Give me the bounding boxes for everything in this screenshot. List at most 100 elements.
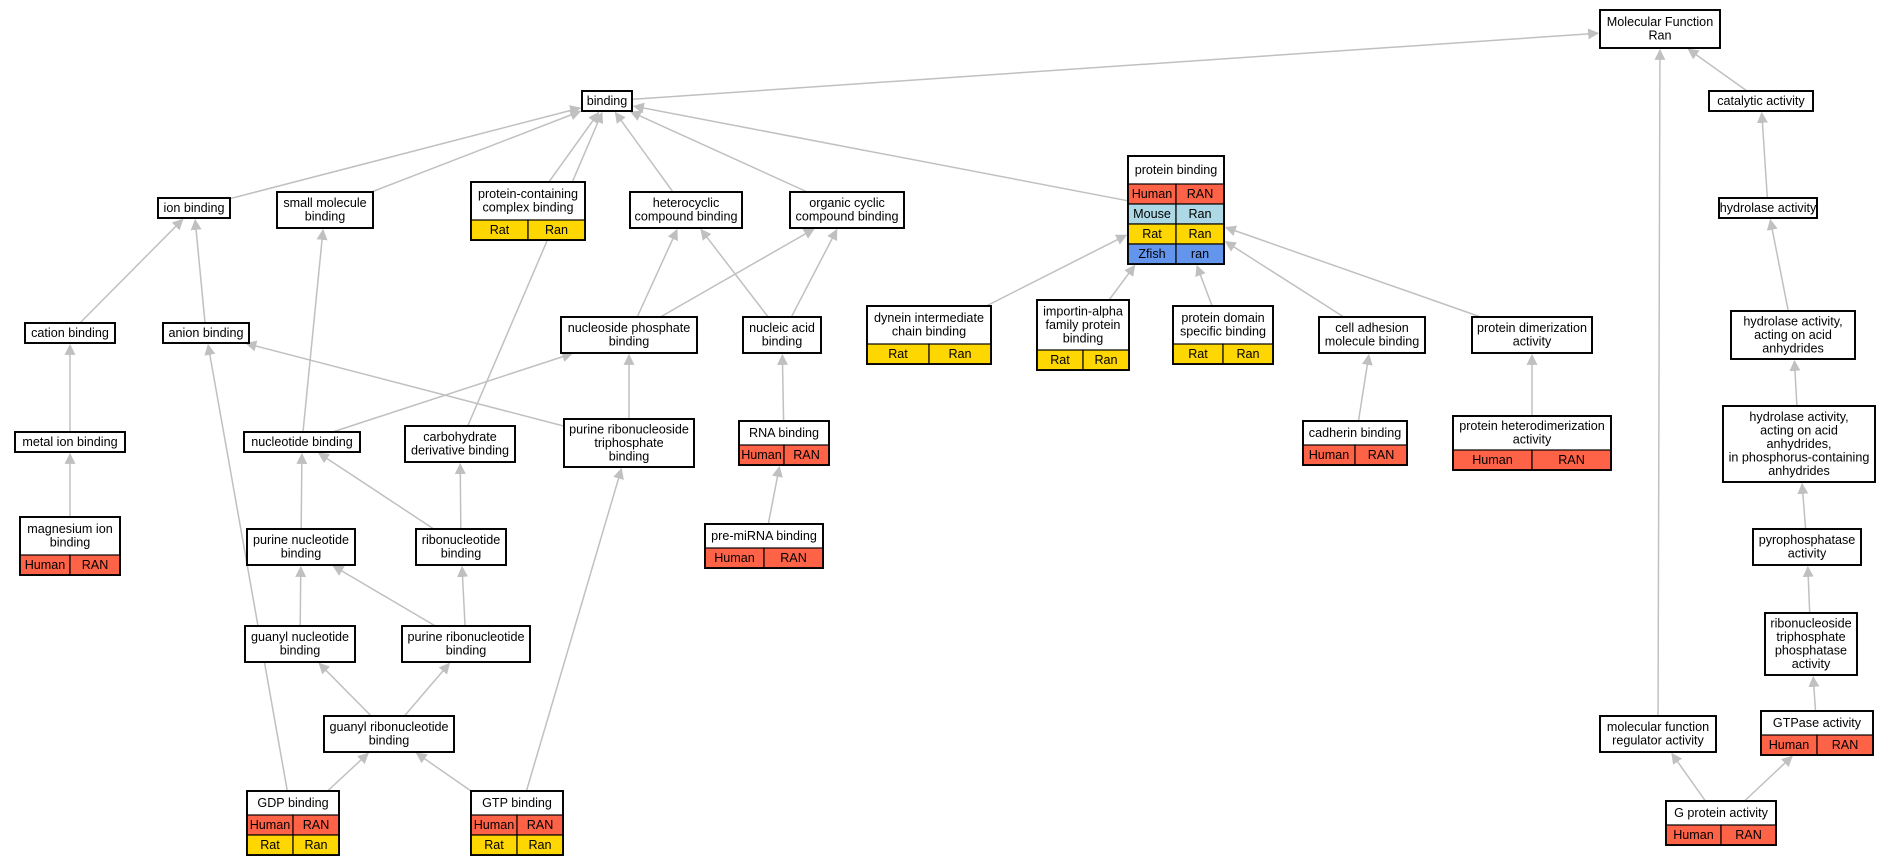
edge-nucleotide-to-small_molecule (302, 228, 328, 433)
node-label: protein dimerization (1477, 321, 1587, 335)
edge-small_molecule-to-binding (371, 109, 582, 193)
edge-importin-to-protein_binding (1108, 264, 1136, 301)
node-label: binding (441, 547, 482, 561)
go-term-cation: cation binding (24, 322, 116, 344)
node-label: importin-alpha (1043, 304, 1123, 318)
edge-protein_binding-to-binding (632, 102, 1129, 202)
node-frame (563, 418, 695, 468)
species-label: Human (1769, 738, 1810, 752)
go-term-metal-ion: metal ion binding (14, 431, 126, 453)
go-term-anion: anion binding (162, 322, 250, 344)
node-label: nucleic acid (749, 321, 815, 335)
node-label: protein-containing (478, 187, 578, 201)
node-label: molecular function (1607, 720, 1709, 734)
edge-cell_adhesion-to-protein_binding (1224, 241, 1345, 318)
node-label: nucleotide binding (251, 435, 353, 449)
node-label: anion binding (169, 326, 244, 340)
node-label: purine ribonucleotide (408, 630, 525, 644)
node-label: complex binding (482, 201, 573, 215)
node-label: anhydrides, (1766, 437, 1831, 451)
gene-label: RAN (1735, 828, 1762, 842)
species-label: Human (1309, 448, 1350, 462)
node-label: triphosphate (1776, 630, 1845, 644)
node-label: binding (762, 335, 803, 349)
species-label: Human (741, 448, 782, 462)
node-label: specific binding (1180, 325, 1266, 339)
node-label: magnesium ion (27, 522, 112, 536)
edge-purine_ribonucleotide-to-ribonucleotide (457, 565, 469, 627)
node-label: purine nucleotide (253, 533, 349, 547)
node-label: phosphatase (1775, 644, 1847, 658)
node-label: molecule binding (1325, 335, 1420, 349)
edge-ion_binding-to-binding (229, 105, 582, 200)
species-label: Rat (1050, 353, 1070, 367)
node-label: binding (446, 644, 487, 658)
node-label: RNA binding (749, 426, 819, 440)
gene-label: RAN (82, 558, 109, 572)
node-label: binding (1063, 331, 1104, 345)
node-label: hydrolase activity, (1743, 314, 1842, 328)
gene-label: RAN (527, 818, 554, 832)
gene-label: RAN (780, 551, 807, 565)
gene-label: RAN (1558, 453, 1585, 467)
node-label: dynein intermediate (874, 311, 984, 325)
species-label: Human (1132, 187, 1173, 201)
node-label: protein heterodimerization (1459, 419, 1605, 433)
node-label: hydrolase activity, (1749, 410, 1848, 424)
species-label: Rat (484, 838, 504, 852)
node-frame (1722, 405, 1876, 483)
gene-label: Ran (1188, 207, 1211, 221)
edge-nucleoside_phosphate-to-heterocyclic (636, 228, 678, 318)
edge-mf_regulator-to-mf (1654, 48, 1666, 717)
edge-protein_domain-to-protein_binding (1195, 264, 1213, 307)
species-label: Rat (490, 223, 510, 237)
species-label: Rat (1188, 347, 1208, 361)
species-label: Human (250, 818, 291, 832)
gene-label: Ran (528, 838, 551, 852)
edge-gdp-to-anion (204, 343, 289, 792)
go-term-hydrolase-phosphorus: hydrolase activity,acting on acidanhydri… (1722, 405, 1876, 483)
edge-layer (64, 28, 1820, 802)
species-label: Human (714, 551, 755, 565)
gene-label: Ran (1188, 227, 1211, 241)
node-label: G protein activity (1674, 806, 1768, 820)
node-label: GTPase activity (1773, 716, 1862, 730)
edge-nucleotide-to-nucleoside_phosphate (332, 351, 574, 433)
edge-anion-to-ion_binding (190, 218, 206, 324)
go-term-ion-binding: ion binding (157, 197, 231, 219)
node-label: heterocyclic (653, 196, 720, 210)
edge-protein_dimerization-to-protein_binding (1224, 225, 1481, 318)
node-label: compound binding (796, 210, 899, 224)
node-frame (629, 191, 743, 229)
species-label: Rat (1142, 227, 1162, 241)
node-label: activity (1513, 433, 1552, 447)
node-label: cell adhesion (1335, 321, 1409, 335)
edge-pyrophosphatase-to-hydrolase_phosphorus (1797, 482, 1809, 530)
edge-protein_complex-to-binding (548, 111, 600, 183)
node-label: catalytic activity (1717, 94, 1805, 108)
go-term-ribo-tp-phosphatase: ribonucleosidetriphosphatephosphataseact… (1764, 612, 1858, 676)
node-label: ribonucleotide (422, 533, 500, 547)
gene-label: RAN (1832, 738, 1859, 752)
node-frame (415, 528, 507, 566)
edge-ribonucleotide-to-nucleotide (317, 452, 435, 530)
edge-guanyl_ribonucleotide-to-purine_ribonucleotide (403, 662, 451, 717)
edge-purine_nucleotide-to-nucleotide (296, 452, 308, 530)
node-label: guanyl nucleotide (251, 630, 349, 644)
